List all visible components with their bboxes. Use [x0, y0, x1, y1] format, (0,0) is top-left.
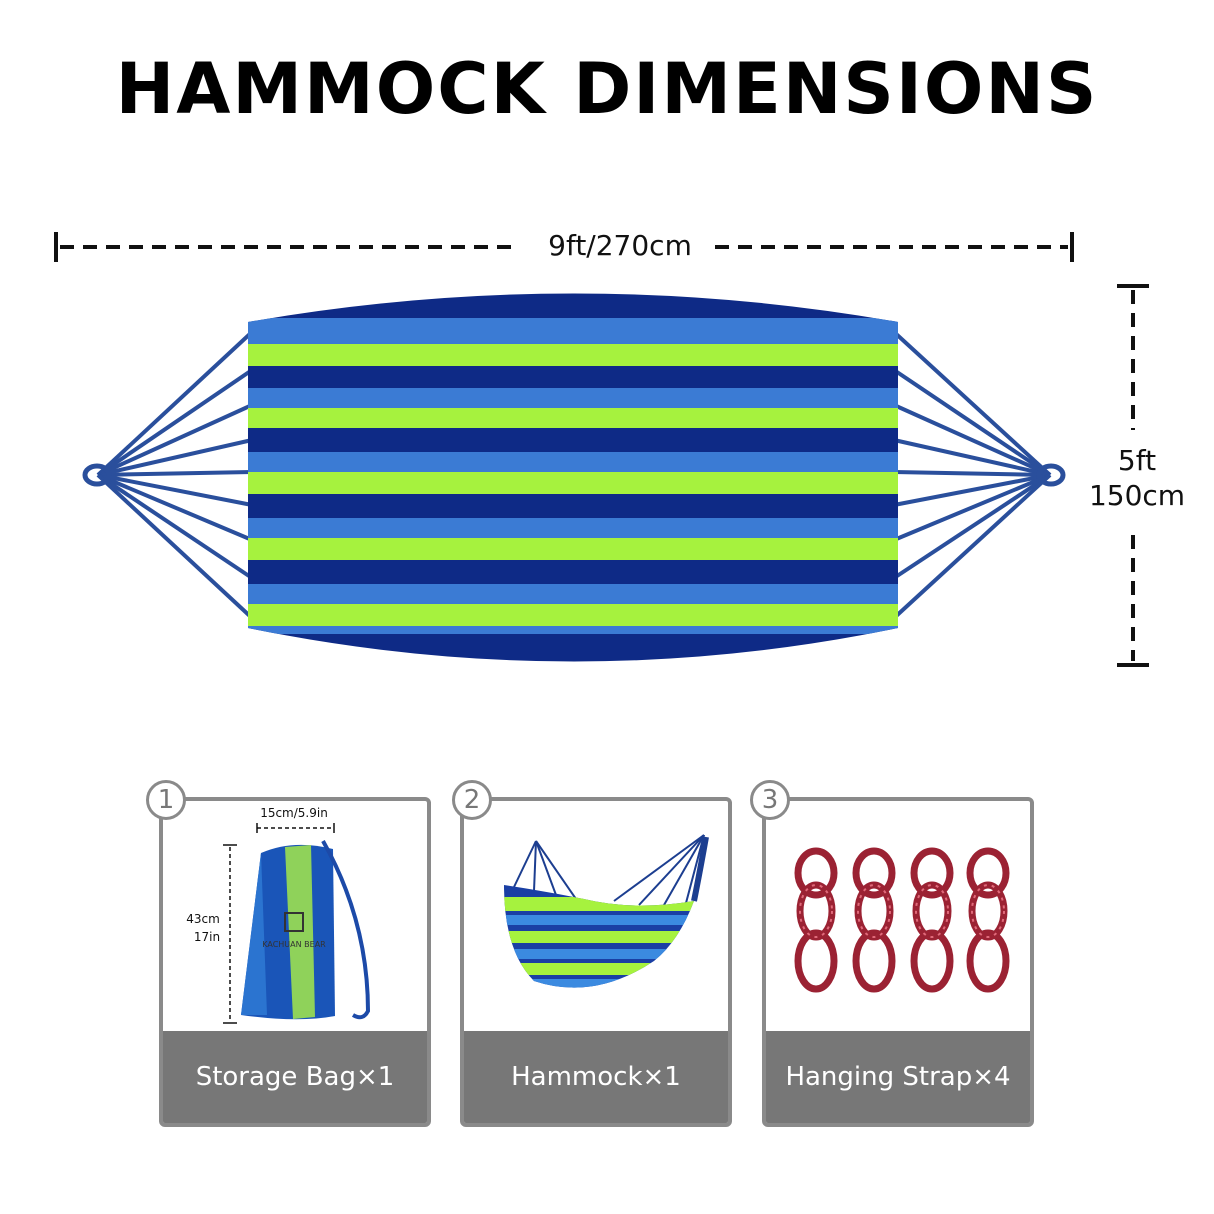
item-number-badge-2: 2 [452, 780, 492, 820]
brand-label: KACHUAN BEAR [262, 940, 326, 949]
width-cm-label: 150cm [1089, 479, 1185, 512]
hammock-card: Hammock×1 [460, 797, 732, 1127]
strap-coil [794, 847, 838, 993]
storage-bag-caption: Storage Bag×1 [163, 1031, 427, 1123]
hammock-fabric [248, 293, 898, 662]
right-ropes [892, 330, 1066, 620]
width-ft-label: 5ft [1118, 444, 1156, 477]
page-title: HAMMOCK DIMENSIONS [115, 48, 1099, 130]
storage-bag-illustration: 15cm/5.9in 43cm 17in KACHUAN BEAR [186, 806, 371, 1024]
hanging-strap-illustration [794, 847, 1010, 993]
brand-logo [284, 912, 304, 932]
bag-height-cm-label: 43cm [186, 912, 220, 926]
bag-height-in-label: 17in [194, 930, 220, 944]
strap-coil [910, 847, 954, 993]
item-number-badge-3: 3 [750, 780, 790, 820]
left-ropes [82, 330, 254, 620]
hammock-caption: Hammock×1 [464, 1031, 728, 1123]
hanging-strap-caption: Hanging Strap×4 [766, 1031, 1030, 1123]
strap-coil [966, 847, 1010, 993]
width-dimension-line [1117, 284, 1149, 667]
strap-coil [852, 847, 896, 993]
hammock-diagram: 9ft/270cm 5ft 150cm [54, 229, 1185, 667]
storage-bag-card: 15cm/5.9in 43cm 17in KACHUAN BEAR Storag… [159, 797, 431, 1127]
bag-width-label: 15cm/5.9in [260, 806, 328, 820]
hammock-illustration [504, 834, 709, 988]
hanging-strap-card: Hanging Strap×4 [762, 797, 1034, 1127]
length-label: 9ft/270cm [548, 229, 692, 262]
length-dimension-line [54, 232, 1074, 262]
item-number-badge-1: 1 [146, 780, 186, 820]
